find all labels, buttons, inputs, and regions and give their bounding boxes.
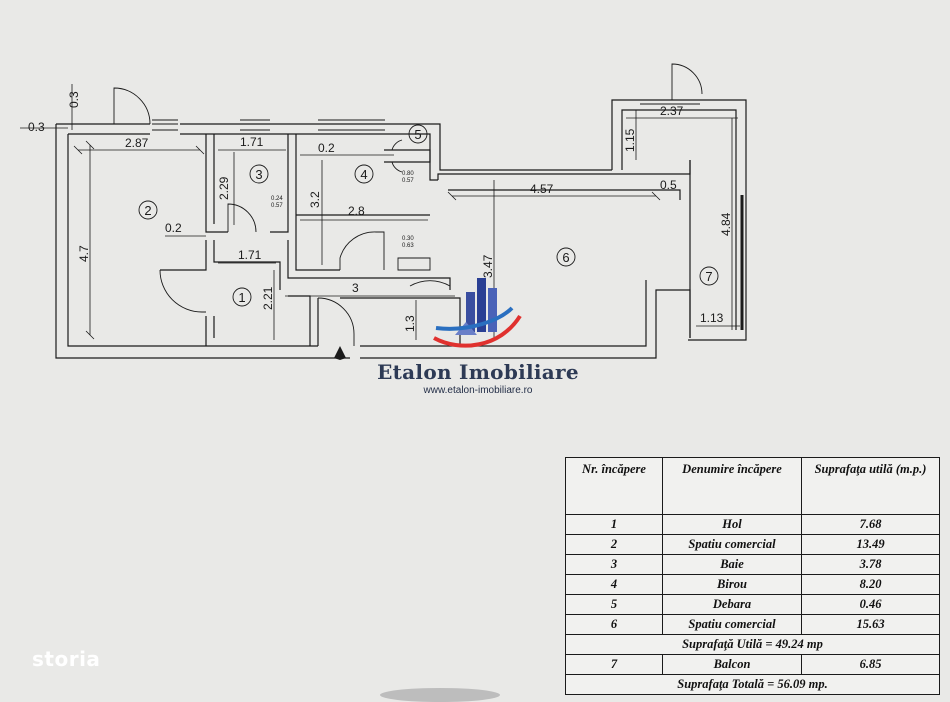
company-url: www.etalon-imobiliare.ro [423,385,533,396]
room-number: 3 [255,167,262,182]
dim-label: 2.21 [261,286,275,310]
cell-nr: 1 [565,514,663,535]
storia-watermark: storia [32,647,101,671]
header-room-number: Nr. încăpere [565,457,663,515]
dim-label: 0.3 [67,91,81,108]
dim-label: 3 [352,281,359,295]
room-number: 1 [238,290,245,305]
company-logo: Etalon Imobiliare www.etalon-imobiliare.… [368,272,588,402]
dim-label: 1.71 [240,135,264,149]
cell-nr: 7 [565,654,663,675]
dimension-labels: 0.3 0.3 2.87 4.7 0.2 1.71 2.29 0.24 0.57… [28,91,733,332]
dim-label: 1.13 [700,311,724,325]
room-number: 6 [562,250,569,265]
dimension-lines [20,84,740,340]
cell-area: 7.68 [801,514,940,535]
cell-area: 13.49 [801,534,940,555]
door-swings [113,63,703,346]
dim-label: 2.87 [125,136,149,150]
dim-label: 0.2 [318,141,335,155]
room-number: 5 [414,127,421,142]
table-row: 2 Spatiu comercial 13.49 [565,534,940,555]
useful-total: Suprafaţă Utilă = 49.24 mp [565,634,940,655]
dim-label: 4.57 [530,182,554,196]
cell-name: Baie [662,554,802,575]
cell-nr: 2 [565,534,663,555]
dim-label: 0.5 [660,178,677,192]
dim-label: 0.57 [402,178,414,184]
dim-label: 0.3 [28,120,45,134]
dim-label: 2.8 [348,204,365,218]
room-number: 4 [360,167,367,182]
dim-label: 0.2 [165,221,182,235]
header-room-name: Denumire încăpere [662,457,802,515]
dim-label: 0.30 [402,236,414,242]
room-number: 2 [144,203,151,218]
dim-label: 1.15 [623,128,637,152]
cell-area: 3.78 [801,554,940,575]
dim-label: 4.7 [77,245,91,262]
cell-name: Birou [662,574,802,595]
cell-nr: 4 [565,574,663,595]
table-row: 7 Balcon 6.85 [565,654,940,675]
cell-area: 0.46 [801,594,940,615]
room-number: 7 [705,269,712,284]
dim-label: 0.57 [271,203,283,209]
dim-label: 0.80 [402,171,414,177]
cell-nr: 5 [565,594,663,615]
dim-label: 2.29 [217,176,231,200]
company-logo-icon [433,278,522,348]
dim-label: 4.84 [719,212,733,236]
cell-name: Spatiu comercial [662,534,802,555]
dim-label: 3.2 [308,191,322,208]
table-row: 6 Spatiu comercial 15.63 [565,614,940,635]
cell-nr: 6 [565,614,663,635]
entrance-arrow-icon [334,346,346,360]
cell-area: 6.85 [801,654,940,675]
grand-total: Suprafaţa Totală = 56.09 mp. [565,674,940,695]
table-header-row: Nr. încăpere Denumire încăpere Suprafaţa… [565,457,940,515]
dim-label: 0.24 [271,196,283,202]
dim-label: 1.71 [238,248,262,262]
company-name: Etalon Imobiliare [377,360,579,384]
grand-total-row: Suprafaţa Totală = 56.09 mp. [565,674,940,695]
bottom-shadow [380,688,500,702]
cell-nr: 3 [565,554,663,575]
windows [152,103,700,131]
table-row: 1 Hol 7.68 [565,514,940,535]
cell-name: Spatiu comercial [662,614,802,635]
header-useful-area: Suprafaţa utilă (m.p.) [801,457,940,515]
dim-label: 2.37 [660,104,684,118]
cell-name: Hol [662,514,802,535]
cell-name: Balcon [662,654,802,675]
table-row: 4 Birou 8.20 [565,574,940,595]
table-row: 3 Baie 3.78 [565,554,940,575]
rooms-table: Nr. încăpere Denumire încăpere Suprafaţa… [565,457,940,695]
table-row: 5 Debara 0.46 [565,594,940,615]
cell-name: Debara [662,594,802,615]
useful-total-row: Suprafaţă Utilă = 49.24 mp [565,634,940,655]
cell-area: 15.63 [801,614,940,635]
dim-label: 1.3 [403,315,417,332]
dim-label: 3.47 [481,254,495,278]
room-markers: 2 1 3 4 5 6 7 [138,124,719,307]
cell-area: 8.20 [801,574,940,595]
dim-label: 0.63 [402,243,414,249]
